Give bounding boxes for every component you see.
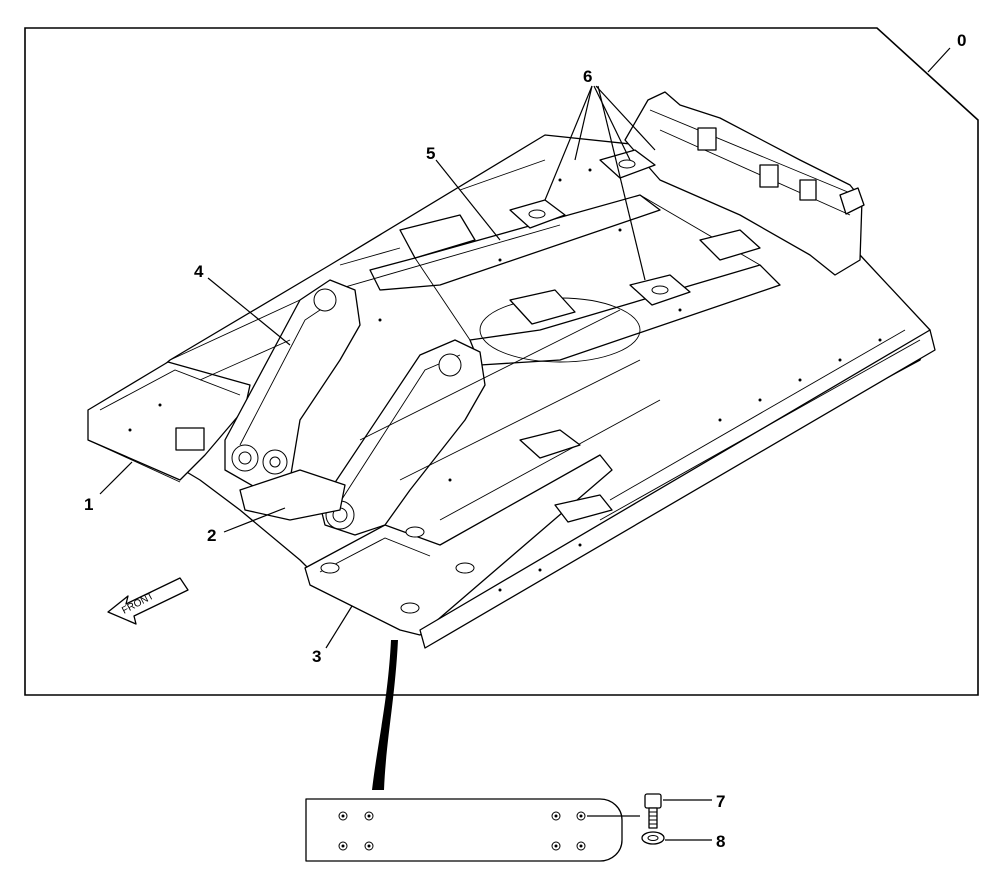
mount-pad-4 [509,289,576,325]
callouts: 0 1 2 3 4 5 6 7 8 [84,31,966,851]
right-side-deck [304,454,613,636]
leader-lines [99,47,951,649]
detail-zoom-leader [372,640,398,790]
callout-0: 0 [957,31,966,50]
washer-icon [641,831,665,845]
callout-6: 6 [583,67,592,86]
rear-block-3 [799,179,817,201]
boom-bracket-right [319,339,486,536]
callout-2: 2 [207,526,216,545]
callout-5: 5 [426,144,435,163]
callout-7: 7 [716,792,725,811]
callout-4: 4 [194,262,204,281]
detail-wear-strip [305,793,712,862]
front-direction-arrow: FRONT [107,577,189,625]
wear-strip-holes [338,811,586,851]
callout-8: 8 [716,832,725,851]
callout-1: 1 [84,495,93,514]
rivet-dots [128,168,882,592]
boom-foot-base [239,469,346,521]
boom-bracket-left [224,279,361,491]
upper-frame-assembly [87,91,936,649]
callout-3: 3 [312,647,321,666]
rear-block-2 [759,164,779,188]
bolt-icon [644,793,662,829]
left-deck-block [175,427,205,451]
diagram-frame [24,27,979,696]
rear-block-1 [697,127,717,151]
